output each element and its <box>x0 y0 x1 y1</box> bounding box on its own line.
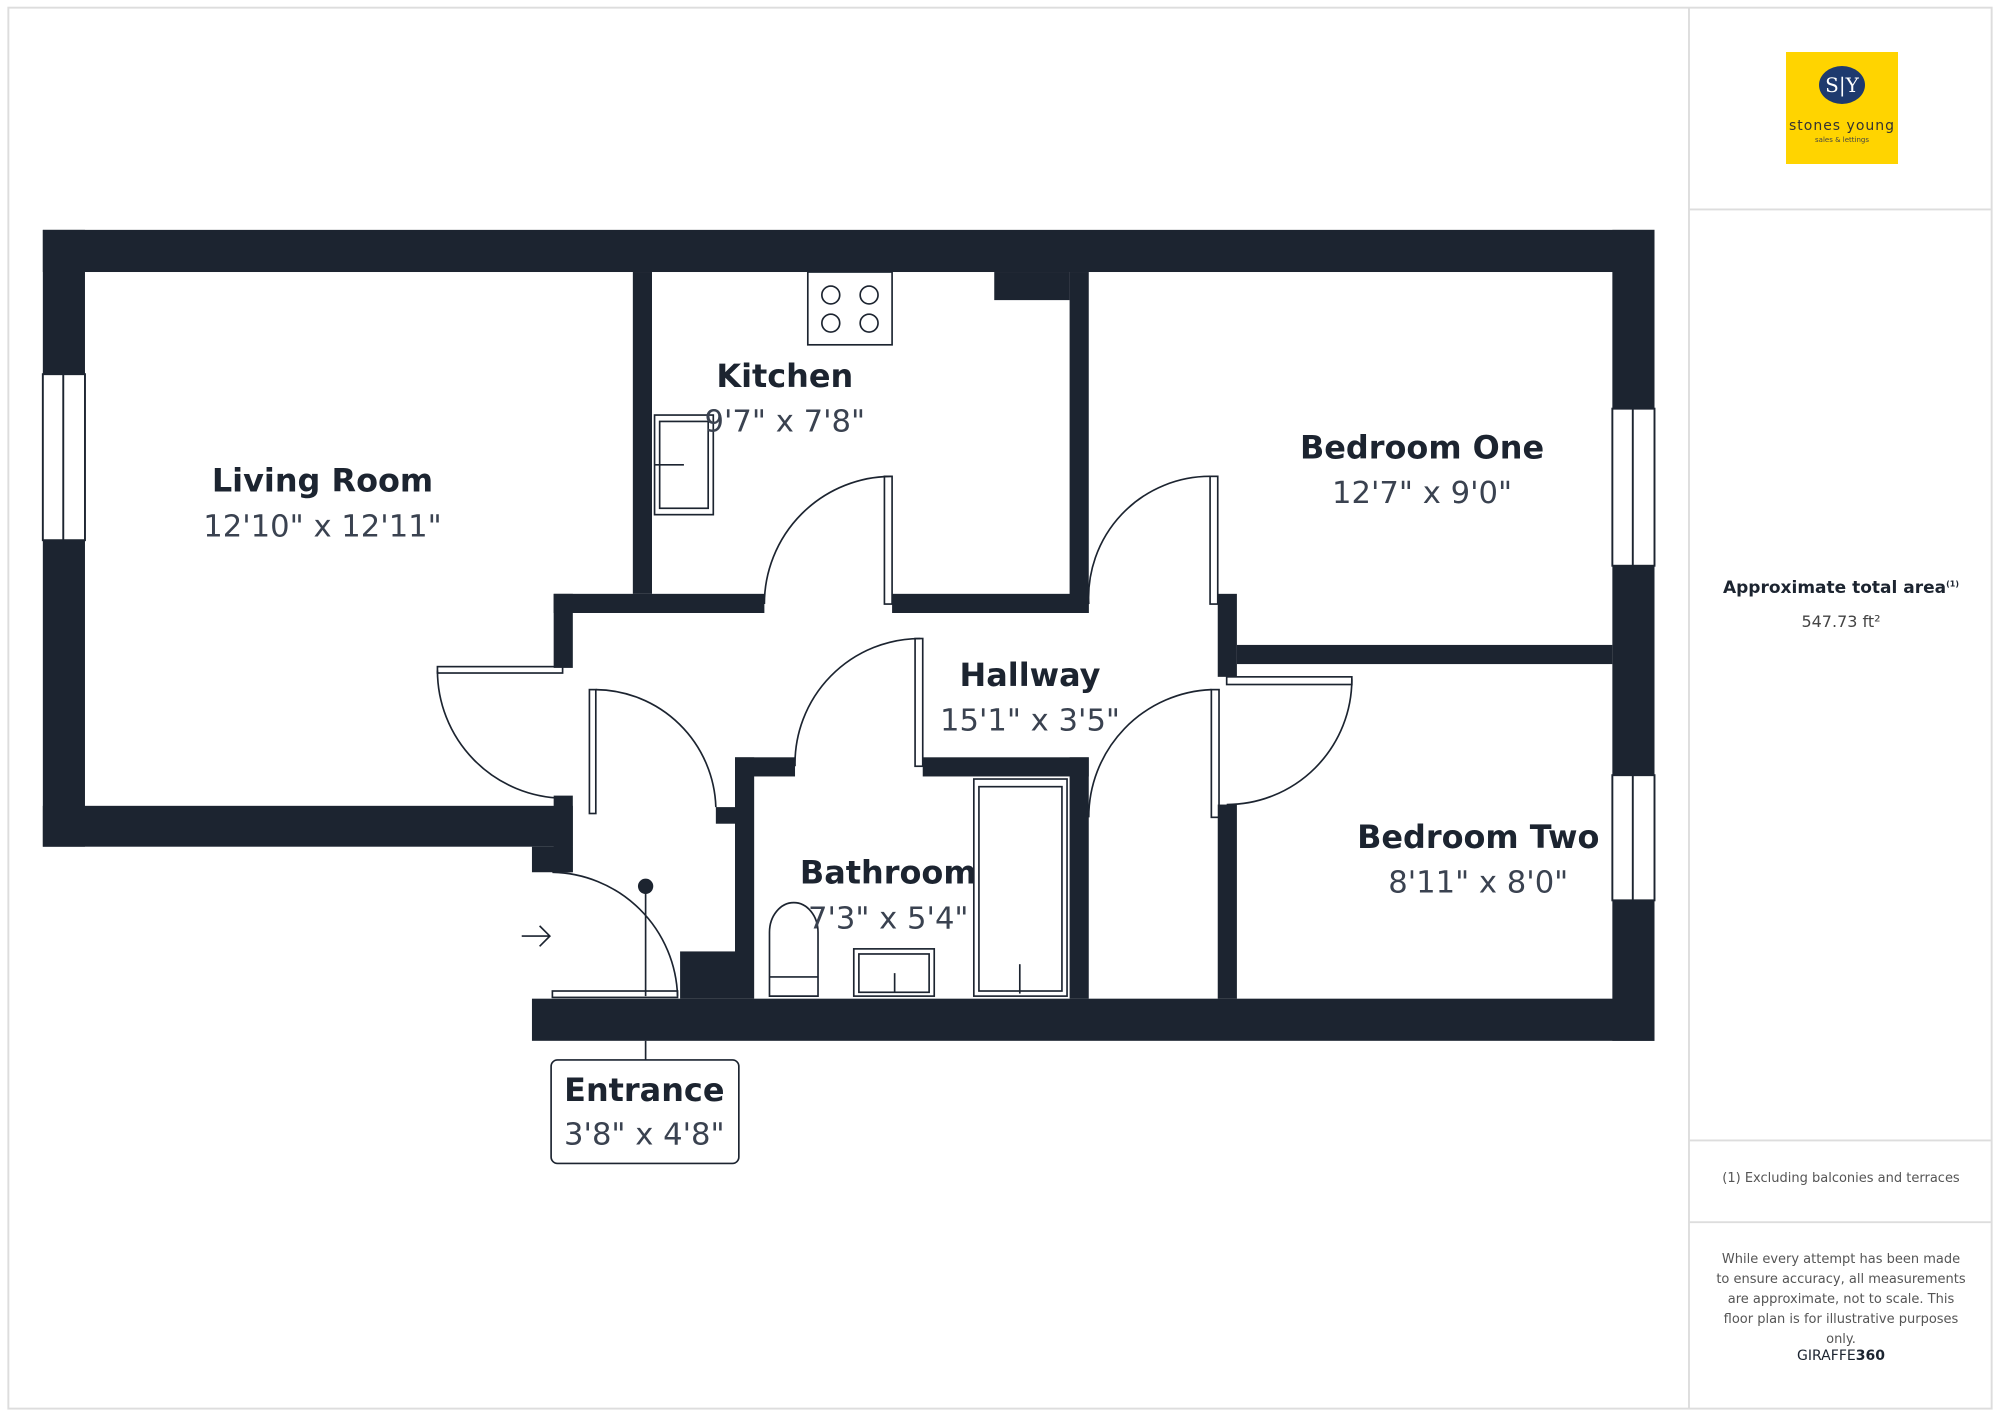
walls <box>42 229 1655 1041</box>
area-label: Approximate total area(1) <box>1689 578 1993 598</box>
room-dims: 9'7" x 7'8" <box>705 405 866 440</box>
room-name: Entrance <box>564 1071 724 1109</box>
toilet-icon <box>768 901 819 997</box>
doors <box>436 475 1353 1060</box>
room-name: Kitchen <box>716 357 853 395</box>
room-dims: 12'10" x 12'11" <box>203 509 441 544</box>
footnote: (1) Excluding balconies and terraces <box>1722 1171 1960 1186</box>
bath-icon <box>972 778 1068 997</box>
room-labels: Living Room 12'10" x 12'11" Kitchen 9'7"… <box>203 357 1599 1152</box>
brand-part1: GIRAFFE <box>1797 1348 1856 1364</box>
logo-tagline: sales & lettings <box>1815 136 1869 144</box>
logo-name: stones young <box>1788 118 1896 134</box>
room-dims: 8'11" x 8'0" <box>1388 866 1568 901</box>
room-name: Living Room <box>212 462 433 500</box>
area-label-text: Approximate total area <box>1722 578 1947 598</box>
room-name: Bedroom Two <box>1357 818 1599 856</box>
fixtures <box>653 271 1068 997</box>
entrance-label-box <box>550 1059 740 1165</box>
room-name: Hallway <box>960 656 1101 694</box>
room-dims: 12'7" x 9'0" <box>1332 476 1512 511</box>
room-dims: 15'1" x 3'5" <box>940 703 1120 738</box>
page-border <box>7 6 1993 1410</box>
logo-initials: S|Y <box>1819 66 1865 104</box>
brand-part2: 360 <box>1855 1348 1885 1364</box>
windows <box>41 373 1656 902</box>
agency-logo: S|Y stones young sales & lettings <box>1786 52 1898 164</box>
footnote-mark: (1) <box>1946 579 1959 589</box>
hob-icon <box>806 271 893 346</box>
entrance-marker <box>637 878 654 894</box>
area-value: 547.73 ft² <box>1801 612 1881 631</box>
brand-mark: GIRAFFE360 <box>1689 1348 1993 1364</box>
room-dims: 3'8" x 4'8" <box>564 1117 725 1152</box>
room-dims: 7'3" x 5'4" <box>808 901 969 936</box>
disclaimer: While every attempt has been made to ens… <box>1716 1252 1966 1347</box>
room-name: Bedroom One <box>1300 428 1544 466</box>
basin-icon <box>852 948 936 997</box>
room-name: Bathroom <box>800 854 977 892</box>
sink-icon <box>653 414 715 516</box>
